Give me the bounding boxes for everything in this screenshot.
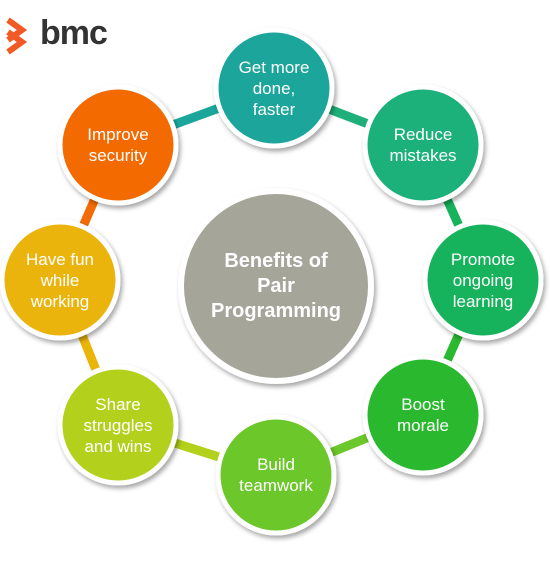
benefit-node-circle [213, 27, 335, 149]
benefit-node-label: Improve security [87, 125, 149, 165]
benefit-node-circle [0, 219, 121, 341]
benefit-node-label: Get more done, faster [238, 57, 310, 119]
benefit-node-label: Boost morale [397, 395, 449, 435]
benefit-nodes [0, 27, 544, 536]
benefit-node-circle [57, 84, 179, 206]
center-label: Benefits of Pair Programming [210, 249, 342, 322]
benefit-node-label: Build teamwork [239, 455, 313, 495]
benefit-node-circle [362, 354, 484, 476]
center-circle [178, 188, 374, 384]
benefit-node-label: Have fun while working [25, 249, 95, 311]
brand-name: bmc [40, 14, 108, 52]
benefit-node-label: Reduce mistakes [389, 125, 457, 165]
benefit-node-circle [215, 414, 337, 536]
benefit-node-circle [422, 219, 544, 341]
benefit-node-circle [362, 84, 484, 206]
benefit-node-label: Promote ongoing learning [450, 249, 516, 311]
bmc-logo: bmc [4, 12, 114, 56]
chevron-logo-icon [6, 17, 28, 55]
benefit-node-label: Share struggles and wins [83, 394, 153, 456]
benefit-node-circle [57, 364, 179, 486]
